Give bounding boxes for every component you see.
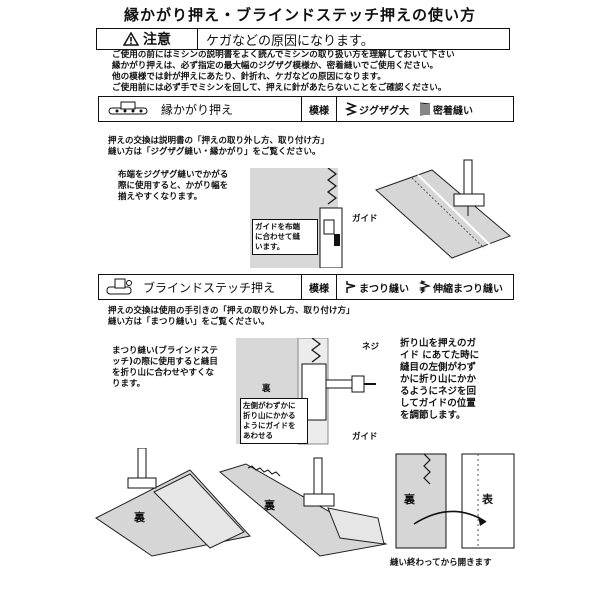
tip-line: 揃えやすくなります。 xyxy=(118,192,228,203)
tip-line: 際に使用すると、かがり幅を xyxy=(118,181,228,192)
instruction-line: ようにガイドを xyxy=(243,421,305,431)
overcast-foot-header: 縁かがり押え 模様 ジグザグ大 密着縫い xyxy=(98,96,514,122)
zigzag-icon xyxy=(345,102,357,116)
tip-line: を折り山に合わせやすくな xyxy=(112,368,218,379)
blindstitch-foot-name: ブラインドステッチ押え xyxy=(143,279,275,296)
caution-label: 注意 xyxy=(143,29,171,49)
overcast-sewing-diagram xyxy=(372,150,512,260)
warning-line: ご使用前には必ず手でミシンを回して、押えに針があたらないことをご確認ください。 xyxy=(112,83,455,94)
warning-line: ご使用の前にはミシンの説明書をよく読んでミシンの取り扱い方を理解しておいて下さい xyxy=(112,50,455,61)
step-line: イド にあてた時に xyxy=(400,350,479,362)
step-line: を調節します。 xyxy=(400,410,479,422)
guide-tip-line: に合わせて縫 xyxy=(255,232,315,242)
instruction-line: 折り山にかかる xyxy=(243,411,305,421)
note-line: 押えの交換は使用の手引きの「押えの取り外し方、取り付け方」 xyxy=(108,306,355,317)
caution-header: 注意 xyxy=(97,29,198,49)
step-line: るようにネジを回 xyxy=(400,386,479,398)
overcast-foot-cell: 縁かがり押え xyxy=(99,97,302,121)
warning-line: 他の模様では針が押えにあたり、針折れ、ケガなどの原因になります。 xyxy=(112,72,455,83)
instruction-line: 左側がわずかに xyxy=(243,401,305,411)
stitch-options: まつり縫い 伸縮まつり縫い xyxy=(337,280,513,295)
blindstitch-notes: 押えの交換は使用の手引きの「押えの取り外し方、取り付け方」 縫い方は「まつり縫い… xyxy=(108,306,355,328)
pattern-label: 模様 xyxy=(302,97,337,121)
note-line: 縫い方は「ジグザグ縫い・縁かがり」をご覧ください。 xyxy=(108,147,329,158)
stitch-dense: 密着縫い xyxy=(433,102,473,117)
overcast-notes: 押えの交換は説明書の「押えの取り外し方、取り付け方」 縫い方は「ジグザグ縫い・縁… xyxy=(108,136,329,158)
step-line: かに折り山にかか xyxy=(400,374,479,386)
warning-line: 縁かがり押えは、必ず指定の最大幅のジグザグ模様か、密着縫いでご使用ください。 xyxy=(112,61,455,72)
page-title: 縁かがり押え・ブラインドステッチ押えの使い方 xyxy=(0,4,600,25)
overcast-foot-icon xyxy=(105,100,153,118)
back-side-label: 裏 xyxy=(262,384,271,395)
overcast-foot-name: 縁かがり押え xyxy=(161,101,233,118)
warning-list: ご使用の前にはミシンの説明書をよく読んでミシンの取り扱い方を理解しておいて下さい… xyxy=(112,50,455,94)
tip-line: ります。 xyxy=(112,379,218,390)
instruction-line: あわせる xyxy=(243,431,305,441)
step-line: 折り山を押えのガ xyxy=(400,338,479,350)
sewing-step-diagram xyxy=(218,448,388,558)
note-line: 縫い方は「まつり縫い」をご覧ください。 xyxy=(108,317,355,328)
step-line: 縫目の左側がわず xyxy=(400,362,479,374)
guide-instruction-box: ガイドを布端 に合わせて縫 います。 xyxy=(252,219,318,255)
back-side-label: 裏 xyxy=(134,512,145,523)
dense-stitch-icon xyxy=(419,102,431,116)
blindstitch-foot-cell: ブラインドステッチ押え xyxy=(99,275,302,299)
guide-label: ガイド xyxy=(352,432,378,443)
blind-hem-icon xyxy=(345,280,357,294)
caution-banner: 注意 ケガなどの原因になります。 xyxy=(96,28,510,50)
caution-message: ケガなどの原因になります。 xyxy=(198,30,374,49)
screw-label: ネジ xyxy=(362,342,379,353)
blindstitch-tip: まつり縫い(ブラインドステ ッチ)の際に使用すると縫目 を折り山に合わせやすくな… xyxy=(112,346,218,390)
back-side-label: 裏 xyxy=(264,500,275,511)
tip-line: まつり縫い(ブラインドステ xyxy=(112,346,218,357)
front-side-label: 表 xyxy=(482,494,493,505)
back-side-label: 裏 xyxy=(404,494,415,505)
stretch-blind-hem-icon xyxy=(419,280,431,294)
tip-line: 布端をジグザグ縫いでかがる xyxy=(118,170,228,181)
pattern-label: 模様 xyxy=(302,275,337,299)
blindstitch-foot-header: ブラインドステッチ押え 模様 まつり縫い 伸縮まつり縫い xyxy=(98,274,514,300)
tip-line: ッチ)の際に使用すると縫目 xyxy=(112,357,218,368)
guide-tip-line: ガイドを布端 xyxy=(255,222,315,232)
stitch-options: ジグザグ大 密着縫い xyxy=(337,102,513,117)
unfold-caption: 縫い終わってから開きます xyxy=(390,558,492,569)
guide-adjust-instruction: 左側がわずかに 折り山にかかる ようにガイドを あわせる xyxy=(240,398,308,444)
guide-adjust-steps: 折り山を押えのガ イド にあてた時に 縫目の左側がわず かに折り山にかか るよう… xyxy=(400,338,479,422)
stitch-blind-hem: まつり縫い xyxy=(359,280,409,295)
stitch-zigzag-large: ジグザグ大 xyxy=(359,102,409,117)
overcast-tip: 布端をジグザグ縫いでかがる 際に使用すると、かがり幅を 揃えやすくなります。 xyxy=(118,170,228,203)
note-line: 押えの交換は説明書の「押えの取り外し方、取り付け方」 xyxy=(108,136,329,147)
blindstitch-foot-icon xyxy=(105,277,135,297)
guide-tip-line: います。 xyxy=(255,242,315,252)
stitch-stretch-blind-hem: 伸縮まつり縫い xyxy=(433,280,503,295)
step-line: してガイドの位置 xyxy=(400,398,479,410)
warning-icon xyxy=(123,32,139,46)
